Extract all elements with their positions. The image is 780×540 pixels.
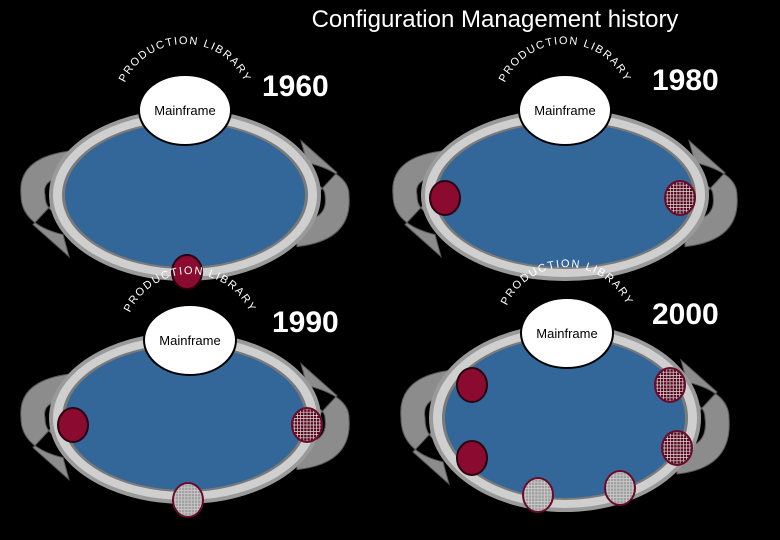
mainframe-label: Mainframe [159, 333, 220, 348]
node-shape [456, 367, 488, 403]
mainframe-hub [138, 74, 232, 146]
mainframe-label: Mainframe [534, 103, 595, 118]
year-label: 2000 [652, 298, 719, 331]
cycle-arrow-right-icon [676, 358, 730, 475]
disk [65, 123, 305, 267]
mainframe-hub [518, 74, 612, 146]
mainframe-label: Mainframe [154, 103, 215, 118]
node-shape [171, 254, 203, 290]
mainframe-hub [520, 297, 614, 369]
mainframe-label: Mainframe [536, 326, 597, 341]
node-solid-0 [57, 407, 89, 443]
cycle-arrow-left-icon [400, 369, 454, 486]
year-label: 1980 [652, 64, 719, 97]
year-label: 1960 [262, 70, 329, 103]
node-grid-2 [654, 367, 686, 403]
node-gray-2 [172, 482, 204, 518]
node-gray-5 [604, 470, 636, 506]
year-label: 1990 [272, 306, 339, 339]
mainframe-hub [143, 304, 237, 376]
node-solid-0 [171, 254, 203, 290]
node-shape [429, 180, 461, 216]
node-grid-1 [664, 180, 696, 216]
disk [437, 123, 693, 267]
node-solid-0 [429, 180, 461, 216]
disk [65, 346, 305, 490]
node-shape [57, 407, 89, 443]
node-solid-0 [456, 367, 488, 403]
node-grid-3 [661, 430, 693, 466]
node-grid-1 [291, 407, 323, 443]
node-solid-1 [456, 440, 488, 476]
node-shape [456, 440, 488, 476]
node-gray-4 [522, 477, 554, 513]
page-title: Configuration Management history [311, 6, 679, 33]
disk [445, 338, 685, 498]
